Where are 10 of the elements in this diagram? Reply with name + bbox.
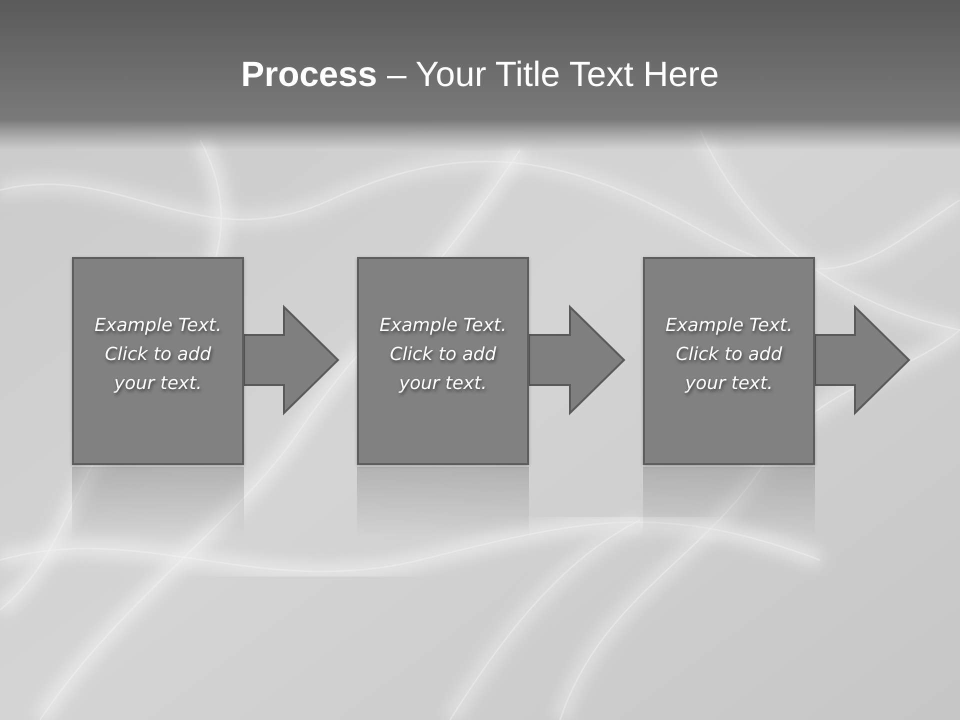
slide-title: Process – Your Title Text Here (241, 54, 719, 96)
process-box (72, 257, 244, 465)
box-text: Example Text. Click to add your text. (664, 314, 794, 396)
block-arrow (814, 304, 910, 416)
block-arrow (243, 304, 340, 416)
block-arrow (528, 304, 626, 416)
process-box (643, 257, 815, 465)
box-text: Example Text. Click to add your text. (378, 314, 508, 396)
process-box (357, 257, 529, 465)
box-text: Example Text. Click to add your text. (93, 314, 223, 396)
